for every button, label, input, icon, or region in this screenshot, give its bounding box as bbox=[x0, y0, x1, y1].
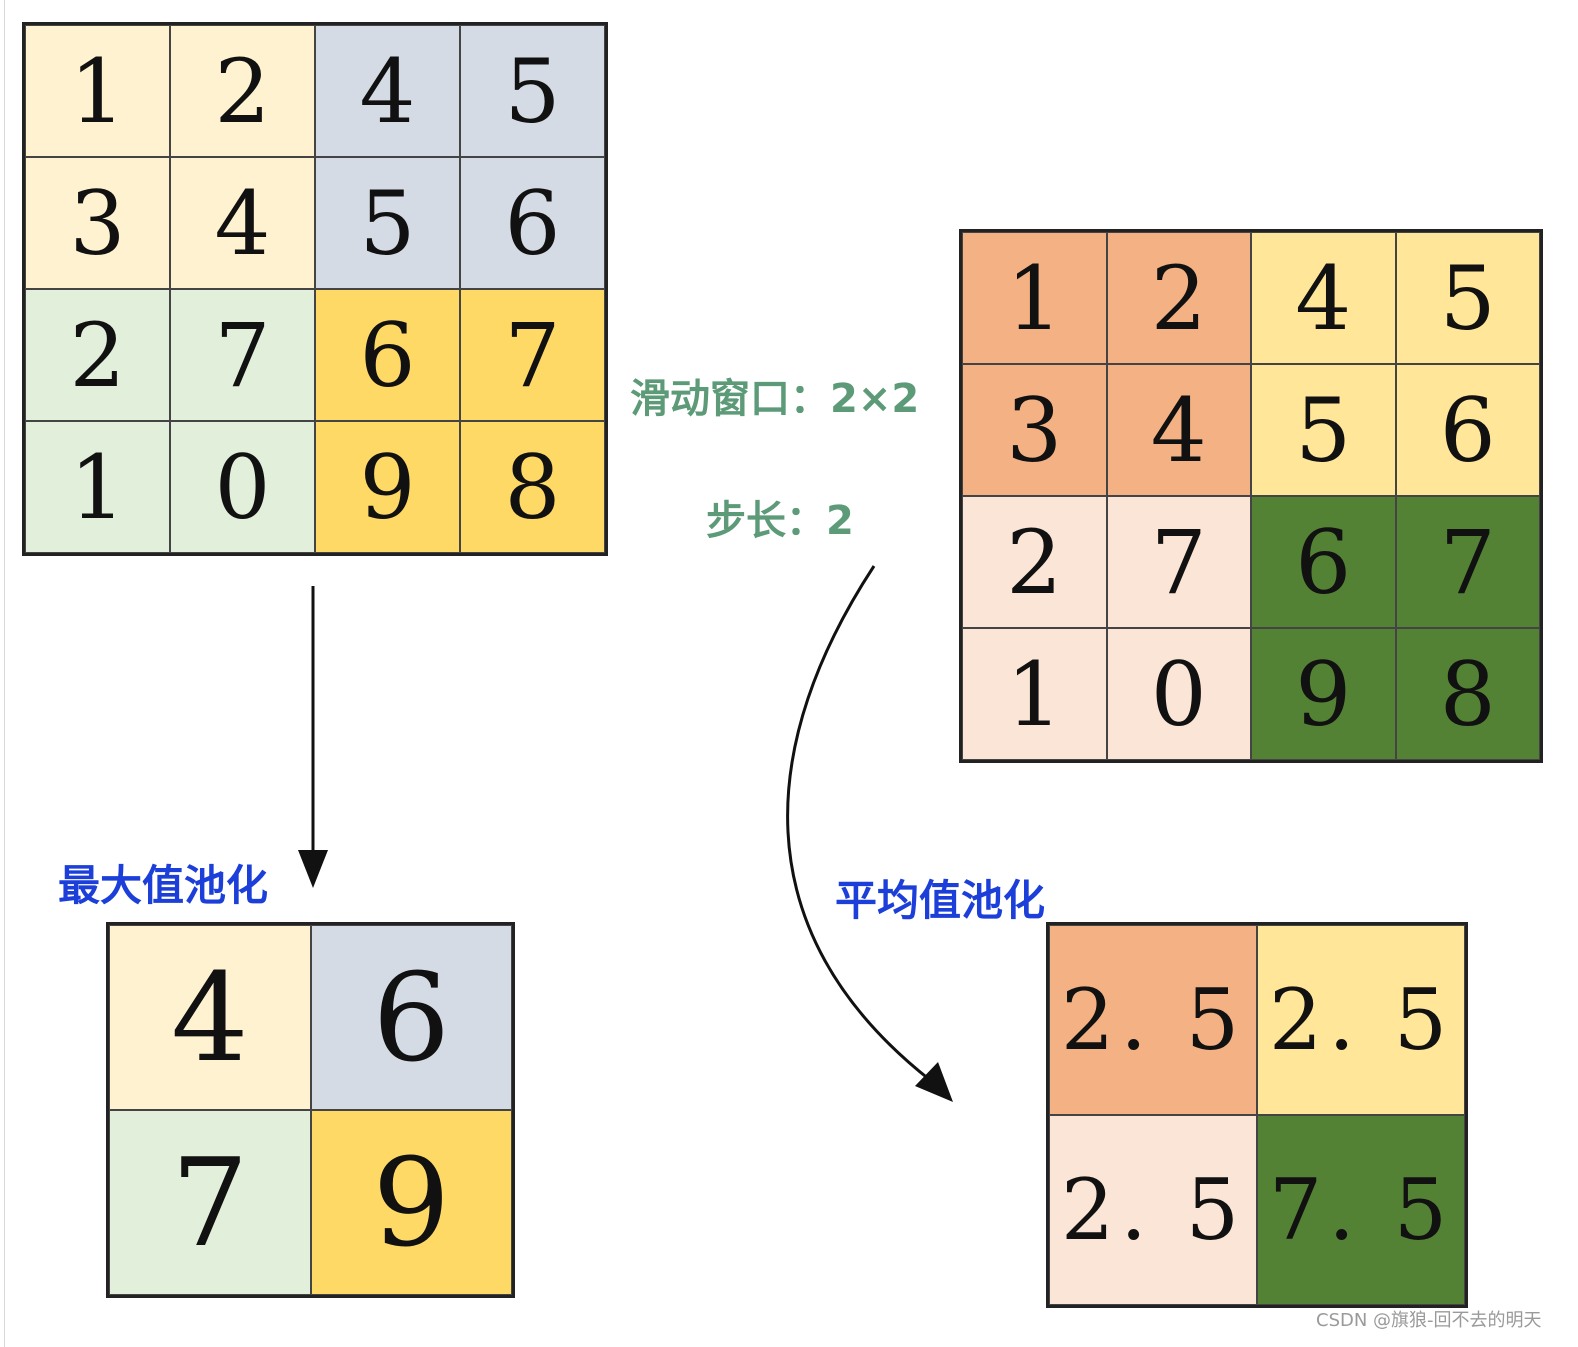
matrix-cell: 7 bbox=[1395, 496, 1540, 628]
window-size-label: 滑动窗口：2×2 bbox=[630, 376, 920, 422]
matrix-cell: 2 bbox=[962, 496, 1107, 628]
down-arrow bbox=[298, 586, 328, 888]
max-pooling-label: 最大值池化 bbox=[58, 861, 269, 910]
matrix-cell: 2. 5 bbox=[1257, 925, 1465, 1115]
matrix-cell: 0 bbox=[170, 421, 315, 553]
matrix-cell: 9 bbox=[315, 421, 460, 553]
matrix-cell: 5 bbox=[1395, 232, 1540, 364]
matrix-cell: 6 bbox=[460, 157, 605, 289]
matrix-cell: 7 bbox=[1106, 496, 1251, 628]
matrix-cell: 7 bbox=[109, 1110, 311, 1295]
matrix-cell: 4 bbox=[1251, 232, 1396, 364]
matrix-cell: 6 bbox=[1251, 496, 1396, 628]
matrix-cell: 2. 5 bbox=[1049, 1115, 1257, 1305]
matrix-cell: 5 bbox=[315, 157, 460, 289]
matrix-cell: 7 bbox=[170, 289, 315, 421]
matrix-cell: 3 bbox=[25, 157, 170, 289]
matrix-cell: 9 bbox=[1251, 628, 1396, 760]
matrix-cell: 6 bbox=[1395, 364, 1540, 496]
stride-label: 步长：2 bbox=[706, 498, 854, 544]
matrix-cell: 6 bbox=[310, 925, 512, 1110]
matrix-cell: 2 bbox=[170, 25, 315, 157]
matrix-cell: 1 bbox=[962, 628, 1107, 760]
matrix-cell: 3 bbox=[962, 364, 1107, 496]
matrix-cell: 1 bbox=[25, 25, 170, 157]
matrix-cell: 4 bbox=[170, 157, 315, 289]
page-left-border bbox=[4, 0, 5, 1347]
watermark: CSDN @旗狼-回不去的明天 bbox=[1316, 1310, 1542, 1331]
matrix-cell: 2 bbox=[25, 289, 170, 421]
matrix-cell: 7 bbox=[460, 289, 605, 421]
matrix-cell: 9 bbox=[310, 1110, 512, 1295]
matrix-cell: 2 bbox=[1106, 232, 1251, 364]
matrix-cell: 4 bbox=[1106, 364, 1251, 496]
matrix-cell: 2. 5 bbox=[1049, 925, 1257, 1115]
matrix-cell: 7. 5 bbox=[1257, 1115, 1465, 1305]
matrix-cell: 4 bbox=[109, 925, 311, 1110]
matrix-cell: 6 bbox=[315, 289, 460, 421]
curved-arrow bbox=[786, 565, 953, 1102]
avg-pooling-label: 平均值池化 bbox=[835, 876, 1046, 925]
matrix-cell: 8 bbox=[1395, 628, 1540, 760]
matrix-cell: 4 bbox=[315, 25, 460, 157]
matrix-cell: 0 bbox=[1106, 628, 1251, 760]
matrix-cell: 1 bbox=[25, 421, 170, 553]
matrix-cell: 5 bbox=[1251, 364, 1396, 496]
matrix-cell: 8 bbox=[460, 421, 605, 553]
matrix-cell: 5 bbox=[460, 25, 605, 157]
matrix-cell: 1 bbox=[962, 232, 1107, 364]
